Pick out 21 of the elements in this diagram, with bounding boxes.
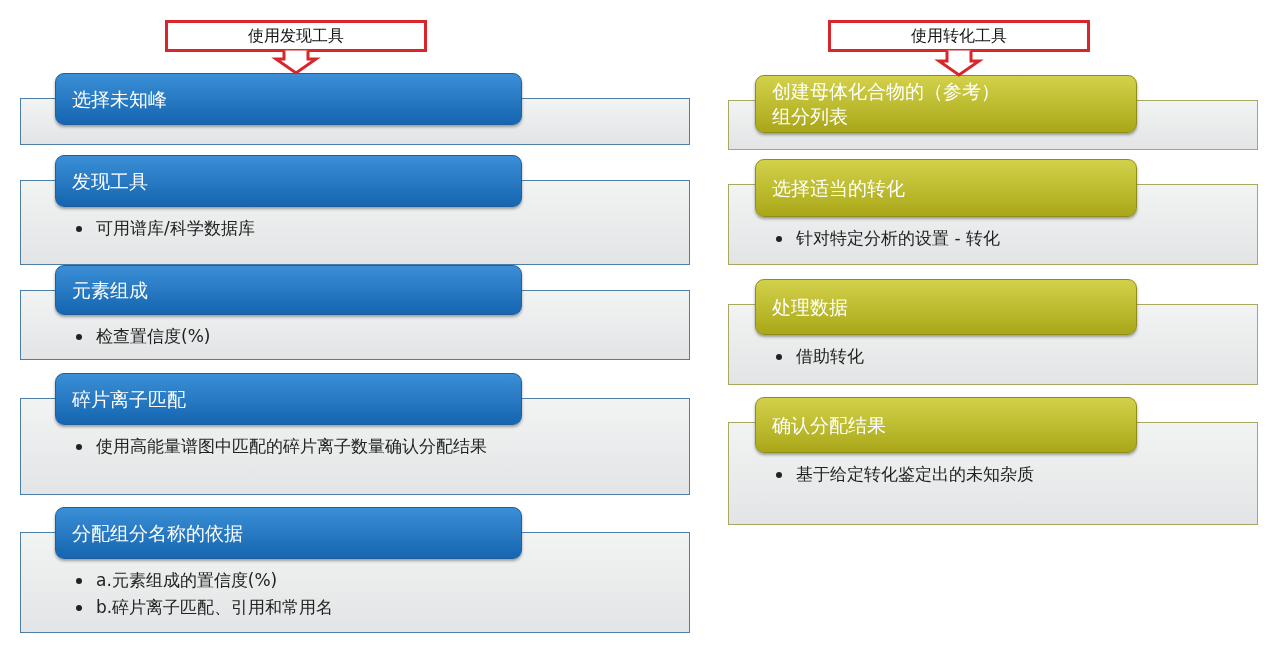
bullet-text: 借助转化 bbox=[796, 345, 864, 368]
step-header: 处理数据 bbox=[755, 279, 1137, 335]
callout-box: 使用发现工具 bbox=[165, 20, 427, 52]
bullet-text: 使用高能量谱图中匹配的碎片离子数量确认分配结果 bbox=[96, 435, 487, 458]
step-header: 分配组分名称的依据 bbox=[55, 507, 522, 559]
bullet-text: b.碎片离子匹配、引用和常用名 bbox=[96, 595, 334, 619]
bullet-text: a.元素组成的置信度(%) bbox=[96, 569, 278, 592]
step-header: 选择适当的转化 bbox=[755, 159, 1137, 217]
bullet-text: 基于给定转化鉴定出的未知杂质 bbox=[796, 463, 1034, 486]
bullet-text: 可用谱库/科学数据库 bbox=[96, 217, 255, 240]
step-header: 创建母体化合物的（参考）组分列表 bbox=[755, 75, 1137, 133]
step-header: 发现工具 bbox=[55, 155, 522, 207]
step-header: 选择未知峰 bbox=[55, 73, 522, 125]
arrow bbox=[934, 49, 984, 77]
arrow bbox=[271, 49, 321, 75]
step-header: 碎片离子匹配 bbox=[55, 373, 522, 425]
step-header: 确认分配结果 bbox=[755, 397, 1137, 453]
bullet-text: 检查置信度(%) bbox=[96, 325, 211, 348]
step-header: 元素组成 bbox=[55, 265, 522, 315]
callout-box: 使用转化工具 bbox=[828, 20, 1090, 52]
bullet-text: 针对特定分析的设置 - 转化 bbox=[796, 227, 1000, 250]
